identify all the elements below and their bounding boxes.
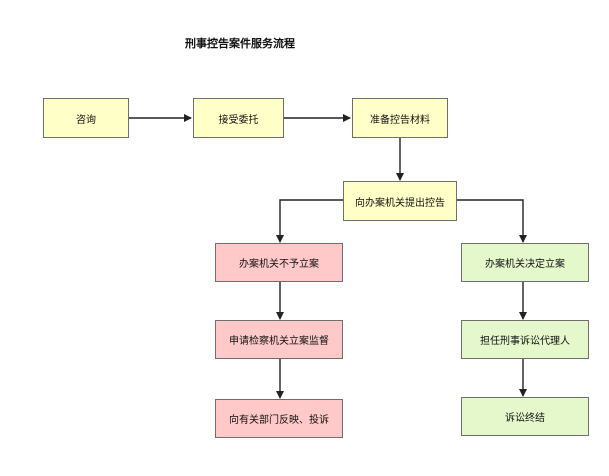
node-case-filed: 办案机关决定立案: [461, 243, 589, 282]
node-procuratorate-supervision: 申请检察机关立案监督: [215, 320, 343, 359]
node-case-filed-label: 办案机关决定立案: [485, 259, 565, 270]
node-litigation-agent-label: 担任刑事诉讼代理人: [480, 336, 570, 347]
node-litigation-end-label: 诉讼终结: [505, 413, 545, 424]
diagram-title: 刑事控告案件服务流程: [185, 37, 295, 50]
node-accept-commission: 接受委托: [193, 98, 284, 138]
node-litigation-agent: 担任刑事诉讼代理人: [461, 320, 589, 359]
node-consult-label: 咨询: [76, 114, 96, 126]
node-procuratorate-supervision-label: 申请检察机关立案监督: [229, 336, 329, 347]
node-no-case-filed: 办案机关不予立案: [215, 243, 343, 282]
node-report-complaint-label: 向有关部门反映、投诉: [229, 415, 329, 426]
node-report-complaint: 向有关部门反映、投诉: [215, 399, 343, 438]
node-file-complaint: 向办案机关提出控告: [343, 181, 457, 221]
node-prepare-materials: 准备控告材料: [352, 98, 448, 138]
node-file-complaint-label: 向办案机关提出控告: [355, 197, 445, 209]
node-consult: 咨询: [43, 98, 129, 138]
node-prepare-materials-label: 准备控告材料: [370, 114, 430, 126]
arrow-file-to-approve: [457, 199, 527, 243]
node-litigation-end: 诉讼终结: [461, 397, 589, 436]
node-accept-commission-label: 接受委托: [218, 114, 259, 126]
arrow-file-to-reject: [276, 199, 343, 243]
node-no-case-filed-label: 办案机关不予立案: [239, 259, 319, 270]
